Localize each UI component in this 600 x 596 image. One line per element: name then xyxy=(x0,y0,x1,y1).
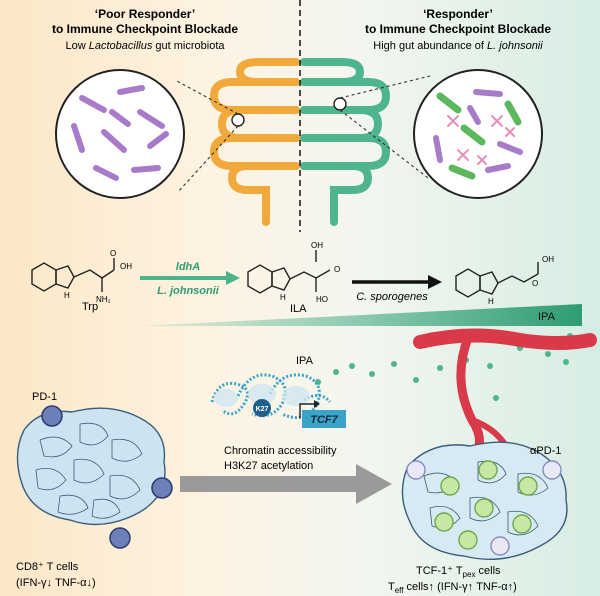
trp-label: Trp xyxy=(82,301,98,313)
enzyme-label: ldhA xyxy=(176,261,200,273)
left-microbiota-circle xyxy=(55,69,185,199)
tss-arrowhead xyxy=(314,400,320,408)
c-sporogenes-arrowhead xyxy=(428,275,442,289)
chromatin-fiber xyxy=(210,373,332,420)
trp-structure xyxy=(31,258,115,292)
apd1-label: αPD-1 xyxy=(530,445,561,457)
ila-ho-label: HO xyxy=(316,295,328,304)
zoom-line xyxy=(177,125,239,193)
tcf7-gene-box xyxy=(302,410,346,428)
nucleosome xyxy=(248,384,276,404)
left-title-line1: ‘Poor Responder’ xyxy=(95,7,195,21)
ila-nh-label: H xyxy=(280,293,286,302)
cd8-t-cell xyxy=(41,405,63,427)
ila-oh-label: OH xyxy=(311,241,323,250)
ila-label: ILA xyxy=(290,303,307,315)
treatment-arrow xyxy=(180,464,392,504)
ila-structure xyxy=(247,250,331,294)
gut-left-orange xyxy=(209,58,300,226)
ipa-mechanism-label: IPA xyxy=(296,355,314,367)
left-tumor-line1: CD8⁺ T cells xyxy=(16,561,79,573)
zoom-marker-right xyxy=(333,97,347,111)
ipa-oh-label: OH xyxy=(542,255,554,264)
right-microbiota-circle xyxy=(413,69,543,199)
trp-oh-label: OH xyxy=(120,262,132,271)
trp-nh2-label: NH₂ xyxy=(96,295,111,304)
nucleosome xyxy=(214,389,238,407)
zoom-line xyxy=(339,109,429,179)
k27-histone-mark xyxy=(253,399,271,417)
pd1-label: PD-1 xyxy=(32,391,57,403)
histone-label: K27 xyxy=(256,406,269,413)
left-title-line2: to Immune Checkpoint Blockade xyxy=(52,22,238,36)
cd8-t-cell xyxy=(151,477,173,499)
trp-nh-label: H xyxy=(64,291,70,300)
right-title-line2: to Immune Checkpoint Blockade xyxy=(365,22,551,36)
nucleosome xyxy=(282,386,310,406)
tpex-cells xyxy=(434,460,538,550)
lactobacillus-rods xyxy=(71,85,169,181)
ipa-gradient-bar xyxy=(140,304,582,326)
left-subtitle: Low Lactobacillus gut microbiota xyxy=(66,40,226,52)
right-subtitle: High gut abundance of L. johnsonii xyxy=(373,40,543,52)
ldha-arrowhead xyxy=(226,271,240,285)
zoom-marker-left xyxy=(231,113,245,127)
ipa-o-label: O xyxy=(532,279,538,288)
cd8-t-cell xyxy=(109,527,131,549)
organism1-label: L. johnsonii xyxy=(157,285,220,297)
ipa-bar-label: IPA xyxy=(538,311,556,323)
tss-arrow xyxy=(299,403,316,418)
trp-o-label: O xyxy=(110,249,116,258)
ipa-nh-label: H xyxy=(488,297,494,306)
tumor-left xyxy=(16,407,166,526)
ipa-structure xyxy=(455,262,539,298)
chromatin-line1: Chromatin accessibility xyxy=(224,445,337,457)
ila-o-label: O xyxy=(334,265,340,274)
right-title-line1: ‘Responder’ xyxy=(423,7,493,21)
teff-cells xyxy=(406,460,562,556)
left-tumor-line2: (IFN-γ↓ TNF-α↓) xyxy=(16,577,96,589)
gene-label: TCF7 xyxy=(310,414,338,426)
right-tumor-line2: Teff cells↑ (IFN-γ↑ TNF-α↑) xyxy=(388,581,517,595)
right-tumor-line1: TCF-1⁺ Tpex cells xyxy=(416,565,501,579)
gut-right-green xyxy=(300,58,391,226)
bacteria-x-marks xyxy=(447,115,515,165)
organism2-label: C. sporogenes xyxy=(356,291,428,303)
chromatin-line2: H3K27 acetylation xyxy=(224,460,313,472)
